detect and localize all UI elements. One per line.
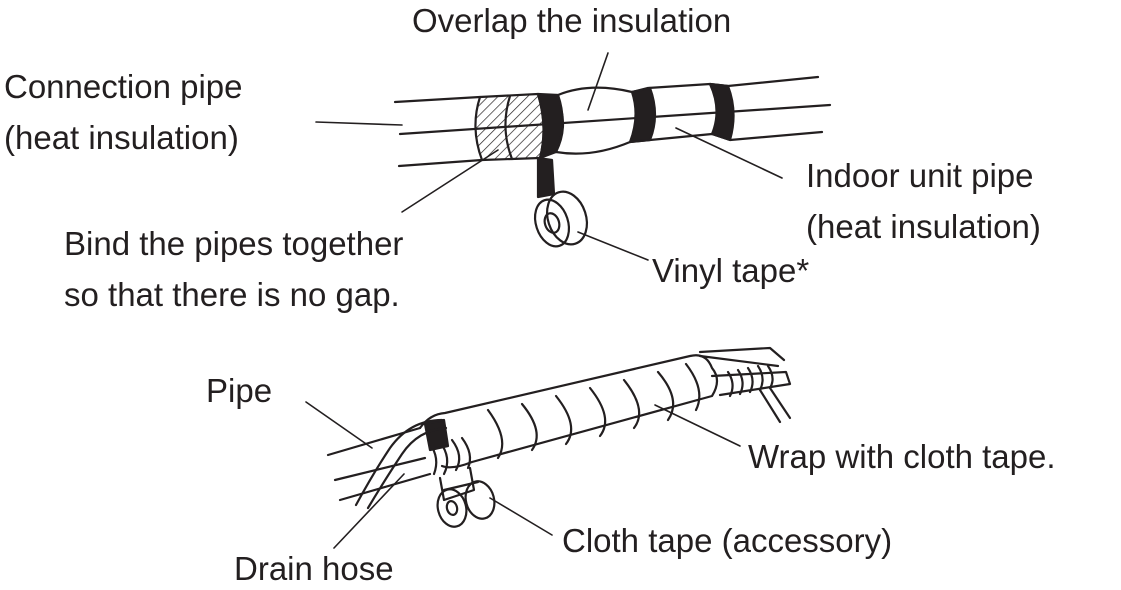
- leader-cloth-tape: [489, 497, 553, 536]
- vinyl-tape-roll: [533, 156, 589, 248]
- label-cloth-tape: Cloth tape (accessory): [562, 522, 893, 559]
- label-overlap-insulation: Overlap the insulation: [412, 2, 732, 39]
- leader-overlap: [587, 52, 609, 111]
- overlap-hatched-region: [474, 92, 545, 162]
- label-indoor-unit-pipe-insulation: (heat insulation): [806, 208, 1041, 245]
- leader-wrap: [654, 404, 741, 447]
- leader-bind: [401, 149, 499, 213]
- label-connection-pipe: Connection pipe: [4, 68, 243, 105]
- leader-indoor-unit-pipe: [675, 127, 783, 179]
- leader-connection-pipe: [315, 121, 403, 126]
- vinyl-tape-bands: [536, 82, 735, 160]
- leader-drain-hose: [333, 473, 405, 549]
- cloth-tape-wrap: [418, 354, 719, 469]
- pipes-bundle: [326, 346, 792, 502]
- cloth-tape-windings-right: [726, 364, 792, 424]
- label-wrap-cloth-tape: Wrap with cloth tape.: [748, 438, 1056, 475]
- label-connection-pipe-insulation: (heat insulation): [4, 119, 239, 156]
- label-drain-hose: Drain hose: [234, 550, 394, 587]
- drain-hose: [354, 418, 448, 510]
- leader-vinyl-tape: [577, 231, 649, 261]
- vinyl-band-bottom: [423, 418, 450, 452]
- label-pipe: Pipe: [206, 372, 273, 409]
- connection-pipe-insulation: [393, 95, 832, 168]
- label-bind-pipes-line1: Bind the pipes together: [64, 225, 404, 262]
- leader-pipe: [305, 401, 373, 449]
- label-bind-pipes-line2: so that there is no gap.: [64, 276, 400, 313]
- cloth-tape-roll: [436, 466, 496, 528]
- label-indoor-unit-pipe: Indoor unit pipe: [806, 157, 1034, 194]
- label-vinyl-tape: Vinyl tape*: [652, 252, 810, 289]
